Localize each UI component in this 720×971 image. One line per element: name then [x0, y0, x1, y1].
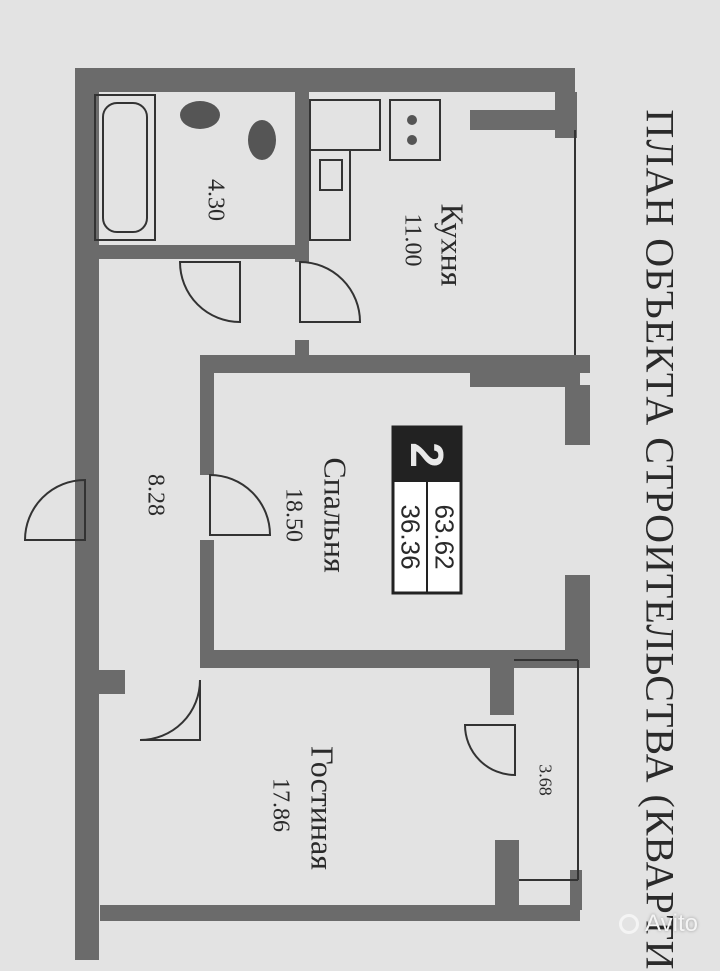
sink-icon	[180, 101, 220, 129]
wall-living-left-stub	[95, 670, 125, 694]
wall-kitchen-right	[470, 110, 570, 130]
wall-bedroom-left-top	[200, 355, 214, 475]
kitchen-sink-icon	[319, 159, 343, 191]
wall-balcony-corner	[570, 870, 582, 910]
wall-bedroom-left-bottom	[200, 540, 214, 668]
avito-logo-icon	[619, 914, 640, 934]
avito-watermark-text: Avito	[645, 910, 698, 937]
door-living	[139, 679, 201, 741]
wall-bathroom-right	[295, 92, 309, 262]
avito-watermark: Avito	[619, 910, 698, 938]
wall-top	[75, 68, 575, 92]
kitchen-name: Кухня	[434, 203, 471, 287]
bedroom-area: 18.50	[280, 488, 307, 542]
balcony-area: 3.68	[535, 764, 556, 796]
door-kitchen	[299, 260, 362, 323]
bathroom-area: 4.30	[202, 179, 229, 221]
burner-icon	[407, 115, 417, 125]
door-balcony	[463, 724, 516, 777]
bedroom-name: Спальня	[317, 457, 354, 573]
living-name: Гостиная	[304, 746, 341, 870]
plan-title: ПЛАН ОБЪЕКТА СТРОИТЕЛЬСТВА (КВАРТИ	[637, 109, 683, 971]
toilet-icon	[248, 120, 276, 160]
living-area: 17.86	[267, 778, 294, 832]
bathroom-fixtures	[180, 101, 417, 191]
badge-room-count: 2	[401, 442, 453, 468]
apartment-badge-dark	[393, 427, 461, 482]
outlines	[23, 94, 579, 881]
wall-kitchen-stub	[295, 340, 309, 370]
wall-living-top-stub	[490, 655, 514, 715]
door-bathroom	[178, 261, 241, 324]
wall-living-bottom-stub	[495, 840, 519, 910]
kitchen-counter	[309, 99, 381, 151]
bathtub-inner	[102, 102, 148, 233]
wall-bedroom-bottom-stub	[565, 575, 590, 655]
badge-living-area: 36.36	[395, 504, 426, 570]
wall-bedroom-top-right	[470, 355, 580, 387]
door-bedroom	[209, 473, 272, 536]
kitchen-stove	[389, 99, 441, 161]
wall-living-bottom	[100, 905, 580, 921]
wall-bathroom-bottom	[90, 245, 300, 259]
kitchen-area: 11.00	[399, 213, 426, 267]
wall-bedroom-right-stub	[565, 385, 590, 445]
kitchen-sink-cabinet	[309, 149, 351, 241]
door-entrance	[23, 478, 86, 541]
bathtub-outline	[94, 94, 156, 241]
burner-icon	[407, 135, 417, 145]
hall-area: 8.28	[142, 474, 169, 516]
badge-total-area: 63.62	[429, 504, 460, 570]
